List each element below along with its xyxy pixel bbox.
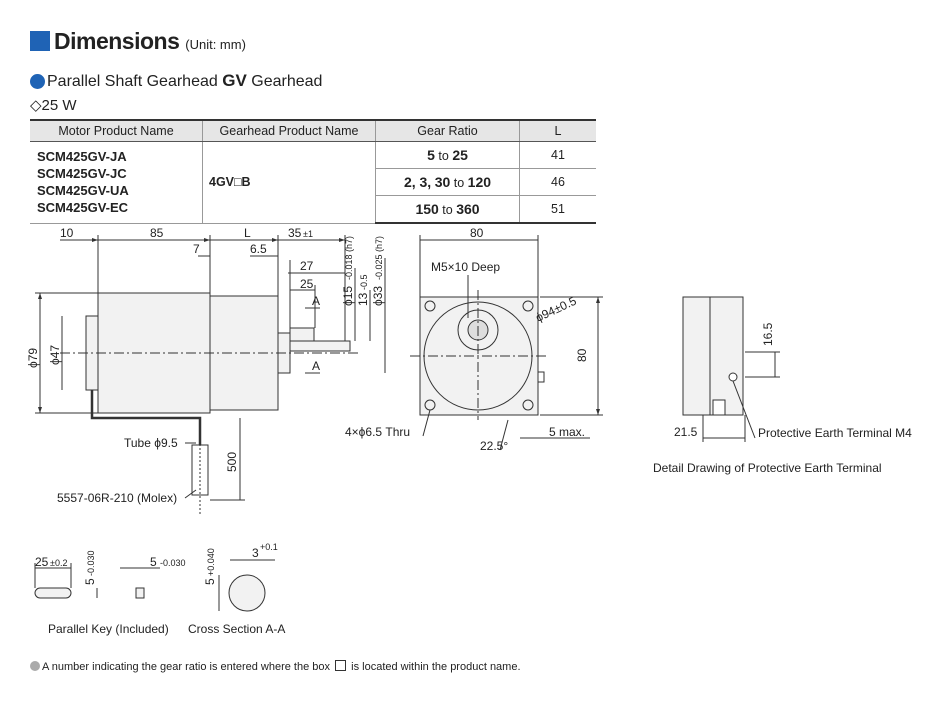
title-square-icon [30,31,50,51]
dim-10: 10 [60,226,74,240]
l-value: 46 [519,168,596,196]
col-ratio: Gear Ratio [375,119,520,142]
dim-L: L [244,226,251,240]
spec-table: Motor Product Name Gearhead Product Name… [30,119,596,224]
ratio-cell: 2, 3, 30 to 120 [375,168,520,196]
unit-label: (Unit: mm) [185,37,246,52]
detail-caption: Detail Drawing of Protective Earth Termi… [653,461,882,475]
dim-phi94: ϕ94±0.5 [533,294,578,325]
dim-22-5: 22.5° [480,439,508,453]
dim-phi33-tol: -0.025 (h7) [374,236,384,280]
subtitle-suffix: Gearhead [251,73,323,90]
parallel-key-caption: Parallel Key (Included) [48,622,169,636]
dim-phi15-tol: -0.018 (h7) [344,236,354,280]
ratio-to: to [438,149,449,163]
parallel-key [34,587,72,599]
table-row: 2, 3, 30 to 120 46 [30,168,596,196]
power-label: ◇25 W [30,97,77,114]
dim-25: 25 [300,277,314,291]
motor-name: SCM425GV-EC [37,200,129,216]
section-mark-a-top: A [312,294,320,308]
ratio-pre: 2, 3, [403,174,432,190]
dim-85: 85 [150,226,164,240]
ratio-b: 360 [456,201,480,217]
table-header-row: Motor Product Name Gearhead Product Name… [30,119,596,142]
dim-13: 13 [356,292,370,306]
dim-phi79: ϕ79 [26,348,40,368]
col-L: L [519,119,596,142]
title-text: Dimensions [54,28,180,54]
note-text-b: is located within the product name. [351,661,521,673]
section-dim-3: 3 [252,546,259,560]
table-row: SCM425GV-JA SCM425GV-JC SCM425GV-UA SCM4… [30,141,596,224]
l-value: 41 [519,141,596,169]
box-icon [335,660,347,671]
subtitle-dot-icon [30,74,45,89]
dim-phi15: ϕ15 [341,286,355,306]
dim-500: 500 [225,452,239,472]
dim-27: 27 [300,259,314,273]
holes-label: 4×ϕ6.5 Thru [345,425,410,439]
ratio-b: 25 [452,147,468,163]
cross-section-circle [228,574,266,612]
dim-phi47: ϕ47 [48,345,62,365]
motor-name: SCM425GV-UA [37,183,129,199]
dim-5-max: 5 max. [549,425,585,439]
note-text-a: A number indicating the gear ratio is en… [42,661,331,673]
dim-phi33: ϕ33 [371,286,385,306]
section-mark-a-bottom: A [312,359,320,373]
dim-16-5: 16.5 [761,322,775,346]
section-dim-5-tol: +0.040 [206,548,216,576]
page-title: Dimensions (Unit: mm) [54,28,246,55]
dim-80-right: 80 [575,348,589,362]
dim-6-5: 6.5 [250,242,267,256]
motor-names: SCM425GV-JA SCM425GV-JC SCM425GV-UA SCM4… [30,141,203,224]
motor-name: SCM425GV-JA [37,149,127,165]
ratio-to: to [442,203,453,217]
earth-detail-body [682,296,744,416]
ratio-a: 150 [415,201,439,217]
subtitle-gv: GV [222,71,247,90]
tap-label: M5×10 Deep [431,260,500,274]
ratio-a: 30 [434,174,451,190]
cross-section-caption: Cross Section A-A [188,622,285,636]
output-shaft [289,340,351,352]
key-dim-25: 25 [35,555,49,569]
subtitle: Parallel Shaft Gearhead GV Gearhead [47,71,322,91]
dim-35-tol: ±1 [303,229,313,239]
ratio-cell: 5 to 25 [375,141,520,169]
ratio-b: 120 [467,174,492,190]
gearhead-name: 4GV□B [202,141,376,224]
note-dot-icon [30,661,40,671]
key-dim-25-tol: ±0.2 [50,558,67,568]
footnote: A number indicating the gear ratio is en… [30,660,521,673]
connector-label: 5557-06R-210 (Molex) [57,491,177,505]
l-value: 51 [519,195,596,224]
section-dim-5: 5 [203,578,217,585]
ratio-a: 5 [427,147,435,163]
tube-label: Tube ϕ9.5 [124,436,178,450]
motor-name: SCM425GV-JC [37,166,127,182]
key-dim-5: 5 [83,578,97,585]
earth-terminal-label: Protective Earth Terminal M4 [758,426,912,440]
dim-21-5: 21.5 [674,425,698,439]
dim-7: 7 [193,242,200,256]
dim-13-tol: -0.5 [359,274,369,290]
dim-35: 35 [288,226,302,240]
table-row: 150 to 360 51 [30,195,596,224]
col-motor: Motor Product Name [30,119,203,142]
ratio-to: to [453,176,465,190]
section-dim-3-tol: +0.1 [260,542,278,552]
dim-80-top: 80 [470,226,484,240]
col-gearhead: Gearhead Product Name [202,119,376,142]
ratio-cell: 150 to 360 [375,195,520,224]
subtitle-prefix: Parallel Shaft Gearhead [47,73,218,90]
key-dim-5-tol: -0.030 [86,550,96,576]
key-dim-5b: 5 [150,555,157,569]
key-shape [289,327,315,342]
key-dim-5b-tol: -0.030 [160,558,186,568]
